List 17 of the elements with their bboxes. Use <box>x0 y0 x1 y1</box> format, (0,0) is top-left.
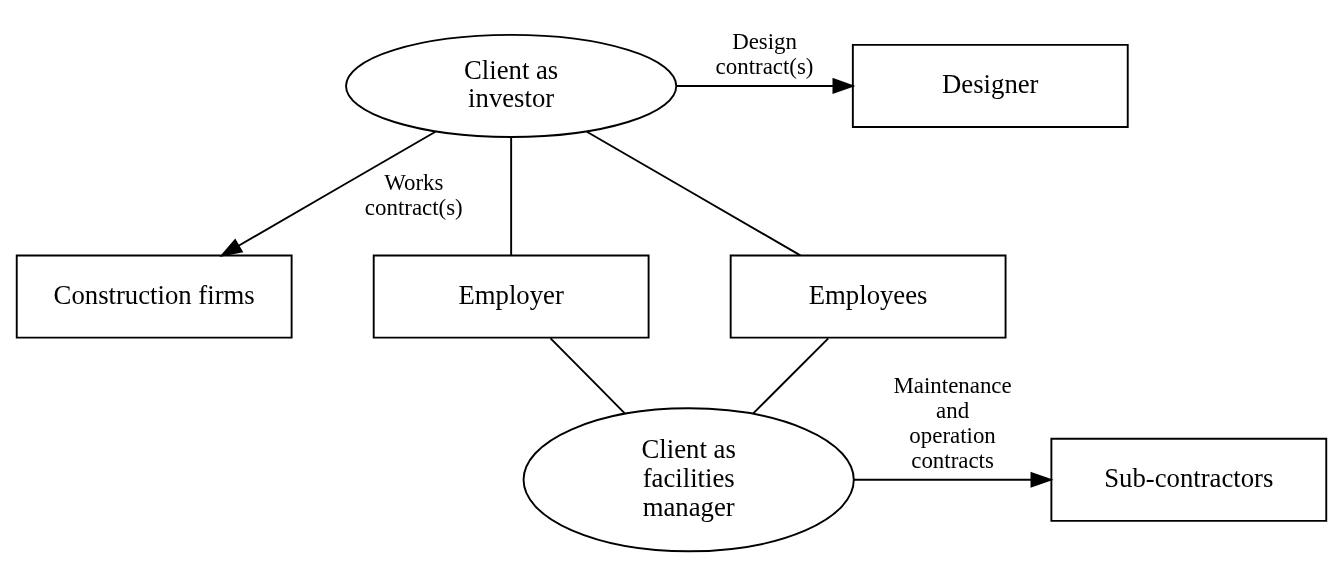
arrow <box>219 130 437 257</box>
connector <box>549 336 626 414</box>
node-box: Construction firms <box>15 254 293 339</box>
edge-label: Works contract(s) <box>364 169 463 220</box>
node-box: Sub-contractors <box>1050 437 1328 522</box>
edge-label: Design contract(s) <box>715 28 814 79</box>
node-ellipse: Client as investor <box>345 33 678 138</box>
edge-label: Maintenance and operation contracts <box>893 372 1012 473</box>
node-box: Designer <box>851 43 1129 128</box>
arrow <box>852 471 1054 488</box>
connector <box>585 130 802 256</box>
node-ellipse: Client as facilities manager <box>522 406 855 552</box>
node-box: Employees <box>729 254 1007 339</box>
connector <box>510 135 513 256</box>
arrow <box>675 77 856 94</box>
node-box: Employer <box>372 254 650 339</box>
connector <box>752 336 830 414</box>
